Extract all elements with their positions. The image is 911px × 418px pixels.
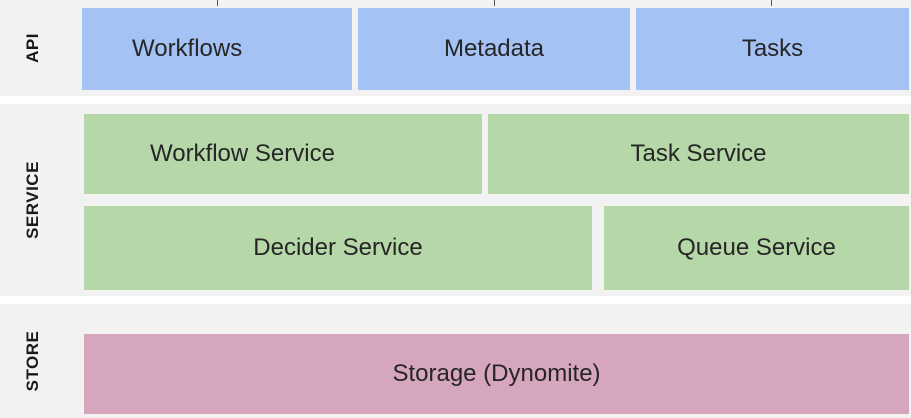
store-layer-label-text: STORE	[23, 330, 42, 392]
metadata-box: Metadata	[358, 8, 630, 90]
workflow-service-box: Workflow Service	[84, 114, 482, 194]
task-service-box: Task Service	[488, 114, 909, 194]
workflows-box: Workflows	[82, 8, 352, 90]
top-tick-mark	[771, 0, 772, 6]
service-layer-label-text: SERVICE	[23, 161, 42, 239]
service-layer-label: SERVICE	[0, 104, 66, 296]
top-tick-mark	[217, 0, 218, 6]
api-layer-label: API	[0, 0, 66, 96]
api-layer-label-text: API	[23, 33, 42, 63]
decider-service-box: Decider Service	[84, 206, 592, 290]
queue-service-box: Queue Service	[604, 206, 909, 290]
storage-dynomite-box: Storage (Dynomite)	[84, 334, 909, 414]
top-tick-mark	[494, 0, 495, 6]
store-layer-label: STORE	[0, 304, 66, 418]
tasks-box: Tasks	[636, 8, 909, 90]
